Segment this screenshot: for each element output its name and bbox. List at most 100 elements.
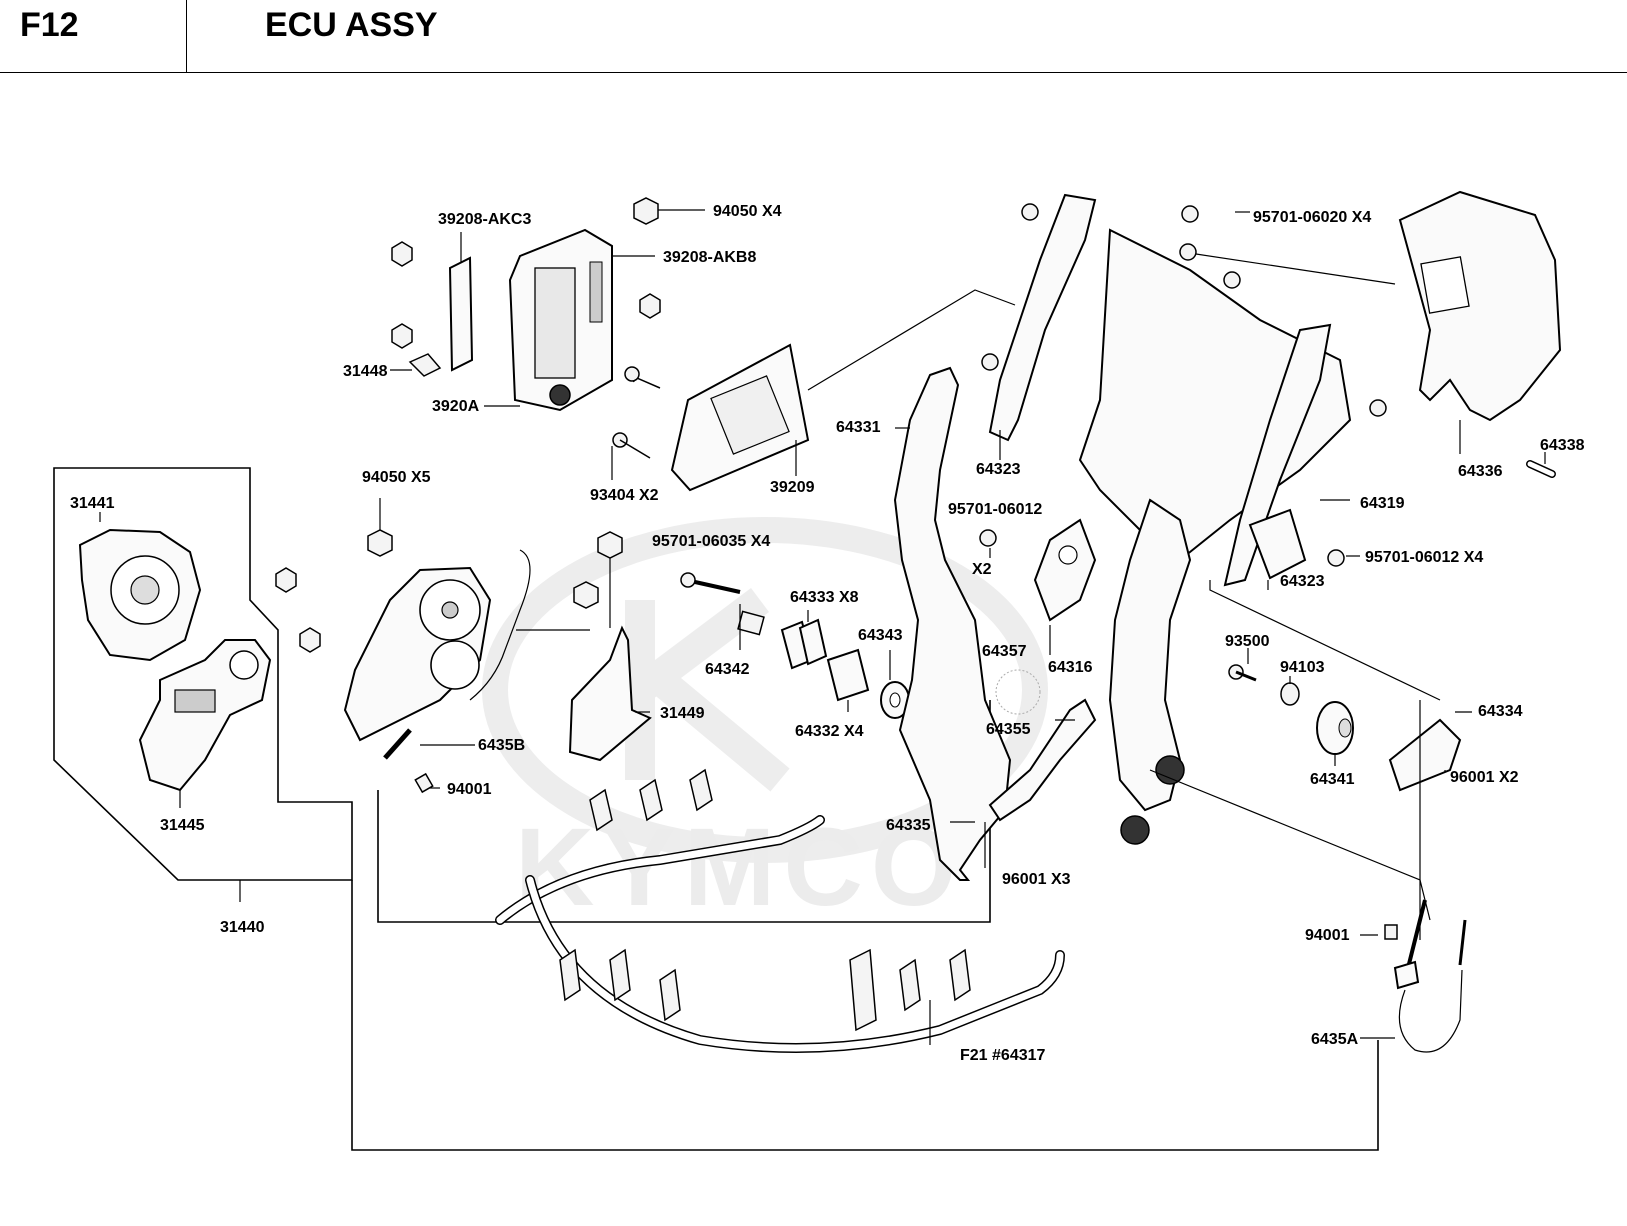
- label-94001-right: 94001: [1305, 927, 1350, 944]
- label-95701-06020-x4: 95701-06020 X4: [1253, 209, 1371, 226]
- label-94050-x4: 94050 X4: [713, 203, 782, 220]
- label-64343: 64343: [858, 627, 903, 644]
- motor-pulley: [430, 640, 480, 690]
- rail-64319: [1223, 323, 1332, 587]
- washer-94103: [1280, 682, 1300, 706]
- label-93404-x2: 93404 X2: [590, 487, 659, 504]
- label-64323-top: 64323: [976, 461, 1021, 478]
- watermark-text: KYMCO: [515, 806, 964, 929]
- clip-31448: [408, 353, 442, 377]
- bracket-39208-akc3: [448, 256, 474, 372]
- group-frame-31440: [53, 467, 353, 881]
- motor-gear: [229, 650, 259, 680]
- label-39208-akc3: 39208-AKC3: [438, 211, 531, 228]
- label-64357: 64357: [982, 643, 1027, 660]
- label-64342: 64342: [705, 661, 750, 678]
- ecu-group: [390, 197, 1016, 492]
- nut-icon: [391, 323, 413, 349]
- bolt-head-icon: [680, 572, 696, 588]
- motor-assy-group: [53, 467, 353, 902]
- label-3920a: 3920A: [432, 398, 480, 415]
- harness-bracket-group: [495, 768, 1065, 1053]
- ecu-connector: [589, 261, 603, 323]
- bracket-64355-group: [950, 669, 1097, 868]
- right-frame-group: [979, 190, 1562, 845]
- pulley-group: [1149, 580, 1472, 940]
- part-64357: [995, 669, 1041, 715]
- label-95701-06012-x2: X2: [972, 561, 992, 578]
- servo-motor-group: [275, 498, 991, 923]
- nut-icon: [299, 627, 321, 653]
- label-f21-64317: F21 #64317: [960, 1047, 1046, 1064]
- header-divider: [186, 0, 187, 72]
- page-header: F12 ECU ASSY: [0, 0, 1627, 72]
- label-64319: 64319: [1360, 495, 1405, 512]
- label-64341: 64341: [1310, 771, 1355, 788]
- label-64338: 64338: [1540, 437, 1585, 454]
- bolt-head-icon: [1369, 399, 1387, 417]
- label-64335: 64335: [886, 817, 931, 834]
- label-39209: 39209: [770, 479, 815, 496]
- label-39208-akb8: 39208-AKB8: [663, 249, 756, 266]
- nut-icon: [1384, 924, 1398, 940]
- part-labels: 39208-AKC3 94050 X4 39208-AKB8 31448 392…: [70, 203, 1585, 1064]
- label-64323-right: 64323: [1280, 573, 1325, 590]
- label-96001-x3: 96001 X3: [1002, 871, 1071, 888]
- label-95701-06035: 95701-06035 X4: [652, 533, 770, 550]
- label-94050-x5: 94050 X5: [362, 469, 431, 486]
- page-title: ECU ASSY: [265, 6, 438, 44]
- damper-stack: [680, 572, 910, 719]
- label-64331: 64331: [836, 419, 881, 436]
- nut-icon: [639, 293, 661, 319]
- label-64316: 64316: [1048, 659, 1093, 676]
- group-frame-outer: [351, 880, 1379, 1151]
- bolt-head-icon: [1181, 205, 1199, 223]
- side-frame-64331: [893, 366, 1012, 881]
- label-95701-06012: 95701-06012: [948, 501, 1042, 518]
- rubber-mount-icon: [1155, 755, 1185, 785]
- ecu-3920a-connector: [549, 384, 571, 406]
- bolt-head-icon: [1223, 271, 1241, 289]
- bolt-head-icon: [1327, 549, 1345, 567]
- label-95701-06012-x4: 95701-06012 X4: [1365, 549, 1483, 566]
- label-64332-x4: 64332 X4: [795, 723, 864, 740]
- motor-connector: [174, 689, 216, 713]
- bracket-64334: [1388, 718, 1462, 792]
- nut-icon: [597, 531, 623, 559]
- watermark-logo: KYMCO: [482, 517, 1048, 929]
- bolt-head-icon: [1179, 243, 1197, 261]
- adjuster-rod: [383, 728, 412, 760]
- label-93500: 93500: [1225, 633, 1270, 650]
- label-64336: 64336: [1458, 463, 1503, 480]
- bracket-64316: [1033, 518, 1097, 622]
- label-94103: 94103: [1280, 659, 1325, 676]
- collar-64332: [826, 648, 870, 702]
- label-64333-x8: 64333 X8: [790, 589, 859, 606]
- nut-icon: [573, 581, 599, 609]
- rubber-mount-icon: [1120, 815, 1150, 845]
- label-31441: 31441: [70, 495, 115, 512]
- label-6435b: 6435B: [478, 737, 525, 754]
- nut-icon: [367, 529, 393, 557]
- nut-icon: [633, 197, 659, 225]
- bracket-64355: [988, 698, 1097, 822]
- bracket-31449: [568, 625, 652, 762]
- housing-hub: [130, 575, 160, 605]
- label-31449: 31449: [660, 705, 705, 722]
- label-64334: 64334: [1478, 703, 1523, 720]
- ecu-face: [534, 267, 576, 379]
- bolt-head-icon: [981, 353, 999, 371]
- bolt-head-icon: [979, 529, 997, 547]
- cable-6435a-group: [1360, 899, 1467, 1053]
- bolt-head-icon: [624, 366, 640, 382]
- nut-icon: [391, 241, 413, 267]
- nut-icon: [414, 772, 434, 794]
- bolt-head-icon: [1021, 203, 1039, 221]
- label-64355: 64355: [986, 721, 1031, 738]
- support-arm: [1108, 498, 1192, 812]
- label-31448: 31448: [343, 363, 388, 380]
- frame-64331: [893, 366, 1012, 881]
- rail-64323-left: [988, 193, 1097, 442]
- label-94001-left: 94001: [447, 781, 492, 798]
- nut-icon: [275, 567, 297, 593]
